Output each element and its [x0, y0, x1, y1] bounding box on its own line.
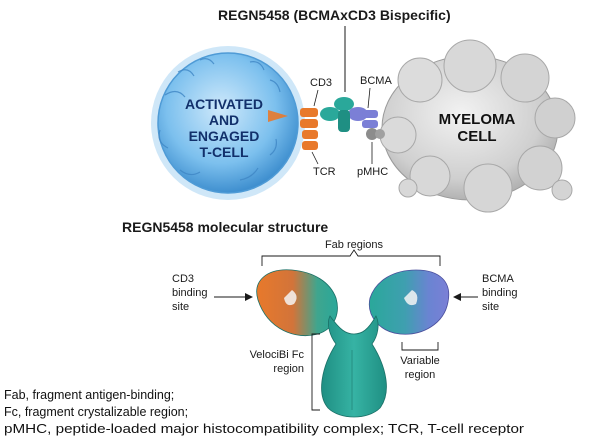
- bispecific-bridge: [268, 97, 385, 150]
- bcma-site-line-2: binding: [482, 287, 517, 299]
- fc-bracket: [311, 333, 320, 411]
- bcma-site-line-1: BCMA: [482, 273, 514, 285]
- footnote-2: Fc, fragment crystalizable region;: [4, 405, 188, 419]
- tcell-label-line-3: ENGAGED: [189, 128, 260, 144]
- cd3-site-line-1: CD3: [172, 273, 194, 285]
- label-bcma: BCMA: [360, 75, 392, 87]
- activation-arrow: [268, 110, 288, 122]
- footnote-1: Fab, fragment antigen-binding;: [4, 388, 174, 402]
- cd3-fab-arm: [256, 269, 338, 337]
- label-cd3: CD3: [310, 77, 332, 89]
- tcr-receptor: [302, 130, 318, 139]
- antibody-structure: [256, 269, 450, 418]
- fc-stem: [321, 315, 387, 418]
- cd3-site-line-2: binding: [172, 287, 207, 299]
- variable-bracket: [401, 342, 439, 351]
- tcell-label-line-4: T-CELL: [200, 144, 249, 160]
- bcma-site-line-3: site: [482, 301, 499, 313]
- tcell-label-line-2: AND: [209, 112, 239, 128]
- tcell: ACTIVATED AND ENGAGED T-CELL: [151, 46, 305, 200]
- fab-regions-label: Fab regions: [325, 239, 384, 251]
- top-title: REGN5458 (BCMAxCD3 Bispecific): [218, 7, 451, 23]
- variable-region-line-1: Variable: [400, 355, 440, 367]
- bcma-receptor: [362, 110, 378, 118]
- tcell-label-line-1: ACTIVATED: [185, 96, 263, 112]
- footnote-3: pMHC, peptide-loaded major histocompatib…: [4, 422, 524, 436]
- cd3-receptor: [300, 108, 318, 117]
- fab-bracket: [261, 249, 441, 266]
- myeloma-cell: MYELOMA CELL: [379, 39, 576, 213]
- structure-title: REGN5458 molecular structure: [122, 219, 328, 235]
- cd3-site-line-3: site: [172, 301, 189, 313]
- myeloma-label-line-1: MYELOMA: [439, 111, 516, 128]
- variable-region-line-2: region: [405, 369, 436, 381]
- label-pmhc: pMHC: [357, 166, 388, 178]
- label-tcr: TCR: [313, 166, 336, 178]
- fc-region-line-1: VelociBi Fc: [250, 349, 305, 361]
- pmhc-complex: [366, 128, 378, 140]
- myeloma-label-line-2: CELL: [457, 128, 496, 145]
- fc-region-line-2: region: [273, 363, 304, 375]
